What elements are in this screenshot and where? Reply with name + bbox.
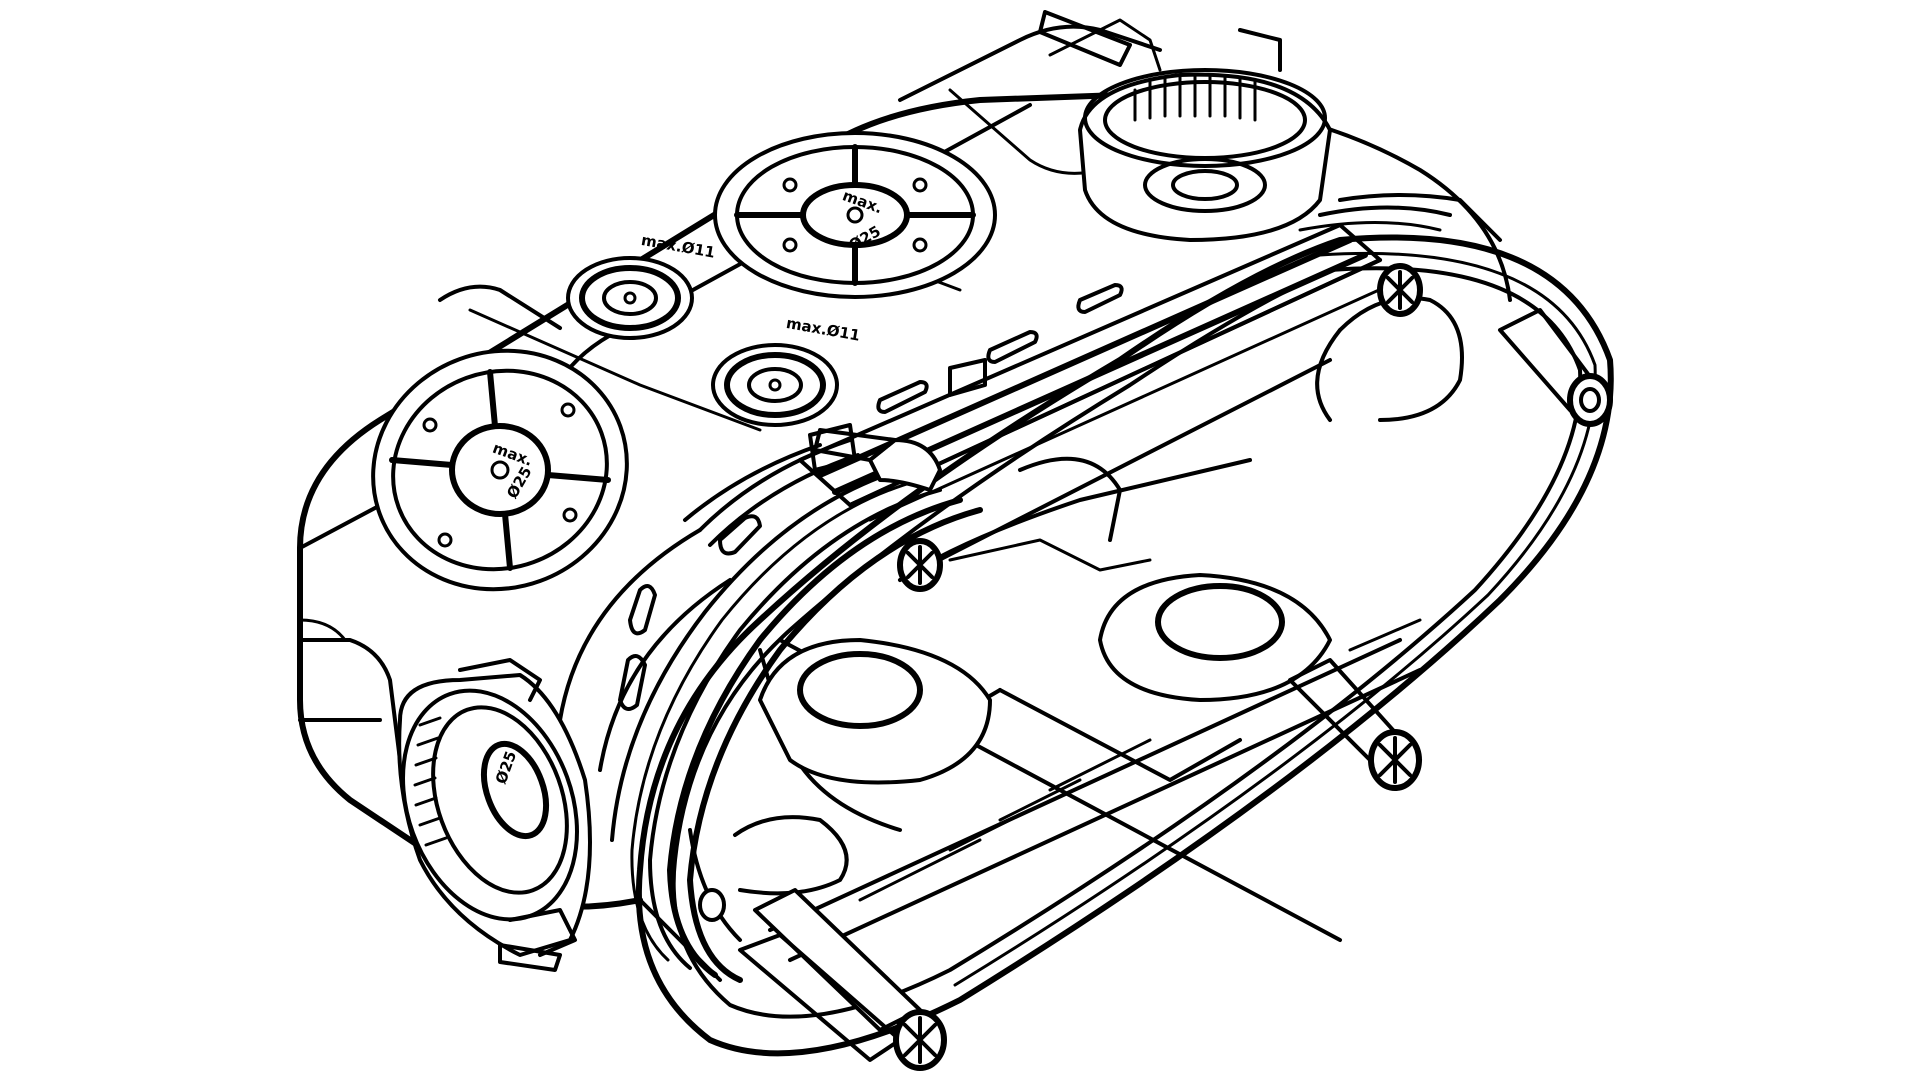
screw-front-bottom xyxy=(893,1009,947,1071)
screw-back-right xyxy=(1567,373,1613,427)
screw-front-right xyxy=(1368,729,1422,791)
conduit-collar-bottom-left: Ø25 xyxy=(397,658,592,972)
sidewall-slots xyxy=(558,438,860,982)
front-ring xyxy=(635,234,1614,1057)
screw-ring-mid xyxy=(897,538,943,592)
knockout-left: max. Ø25 xyxy=(371,348,629,592)
screw-pad-left xyxy=(758,638,992,785)
conduit-collar-top xyxy=(1038,10,1332,242)
max-d11-label-b: max.Ø11 xyxy=(785,314,862,345)
screw-pad-back xyxy=(1315,296,1464,422)
screw-left-small xyxy=(698,888,726,922)
knockout-upper: max. Ø25 xyxy=(713,131,997,299)
left-ring-stack xyxy=(610,193,1502,983)
screw-pad-right xyxy=(1098,573,1332,702)
screw-ring-top xyxy=(1377,263,1423,317)
small-knockout-a: max.Ø11 xyxy=(566,231,717,340)
screw-pad-lower-left xyxy=(733,815,849,896)
small-knockout-b: max.Ø11 xyxy=(711,314,862,427)
screws xyxy=(698,263,1613,1071)
